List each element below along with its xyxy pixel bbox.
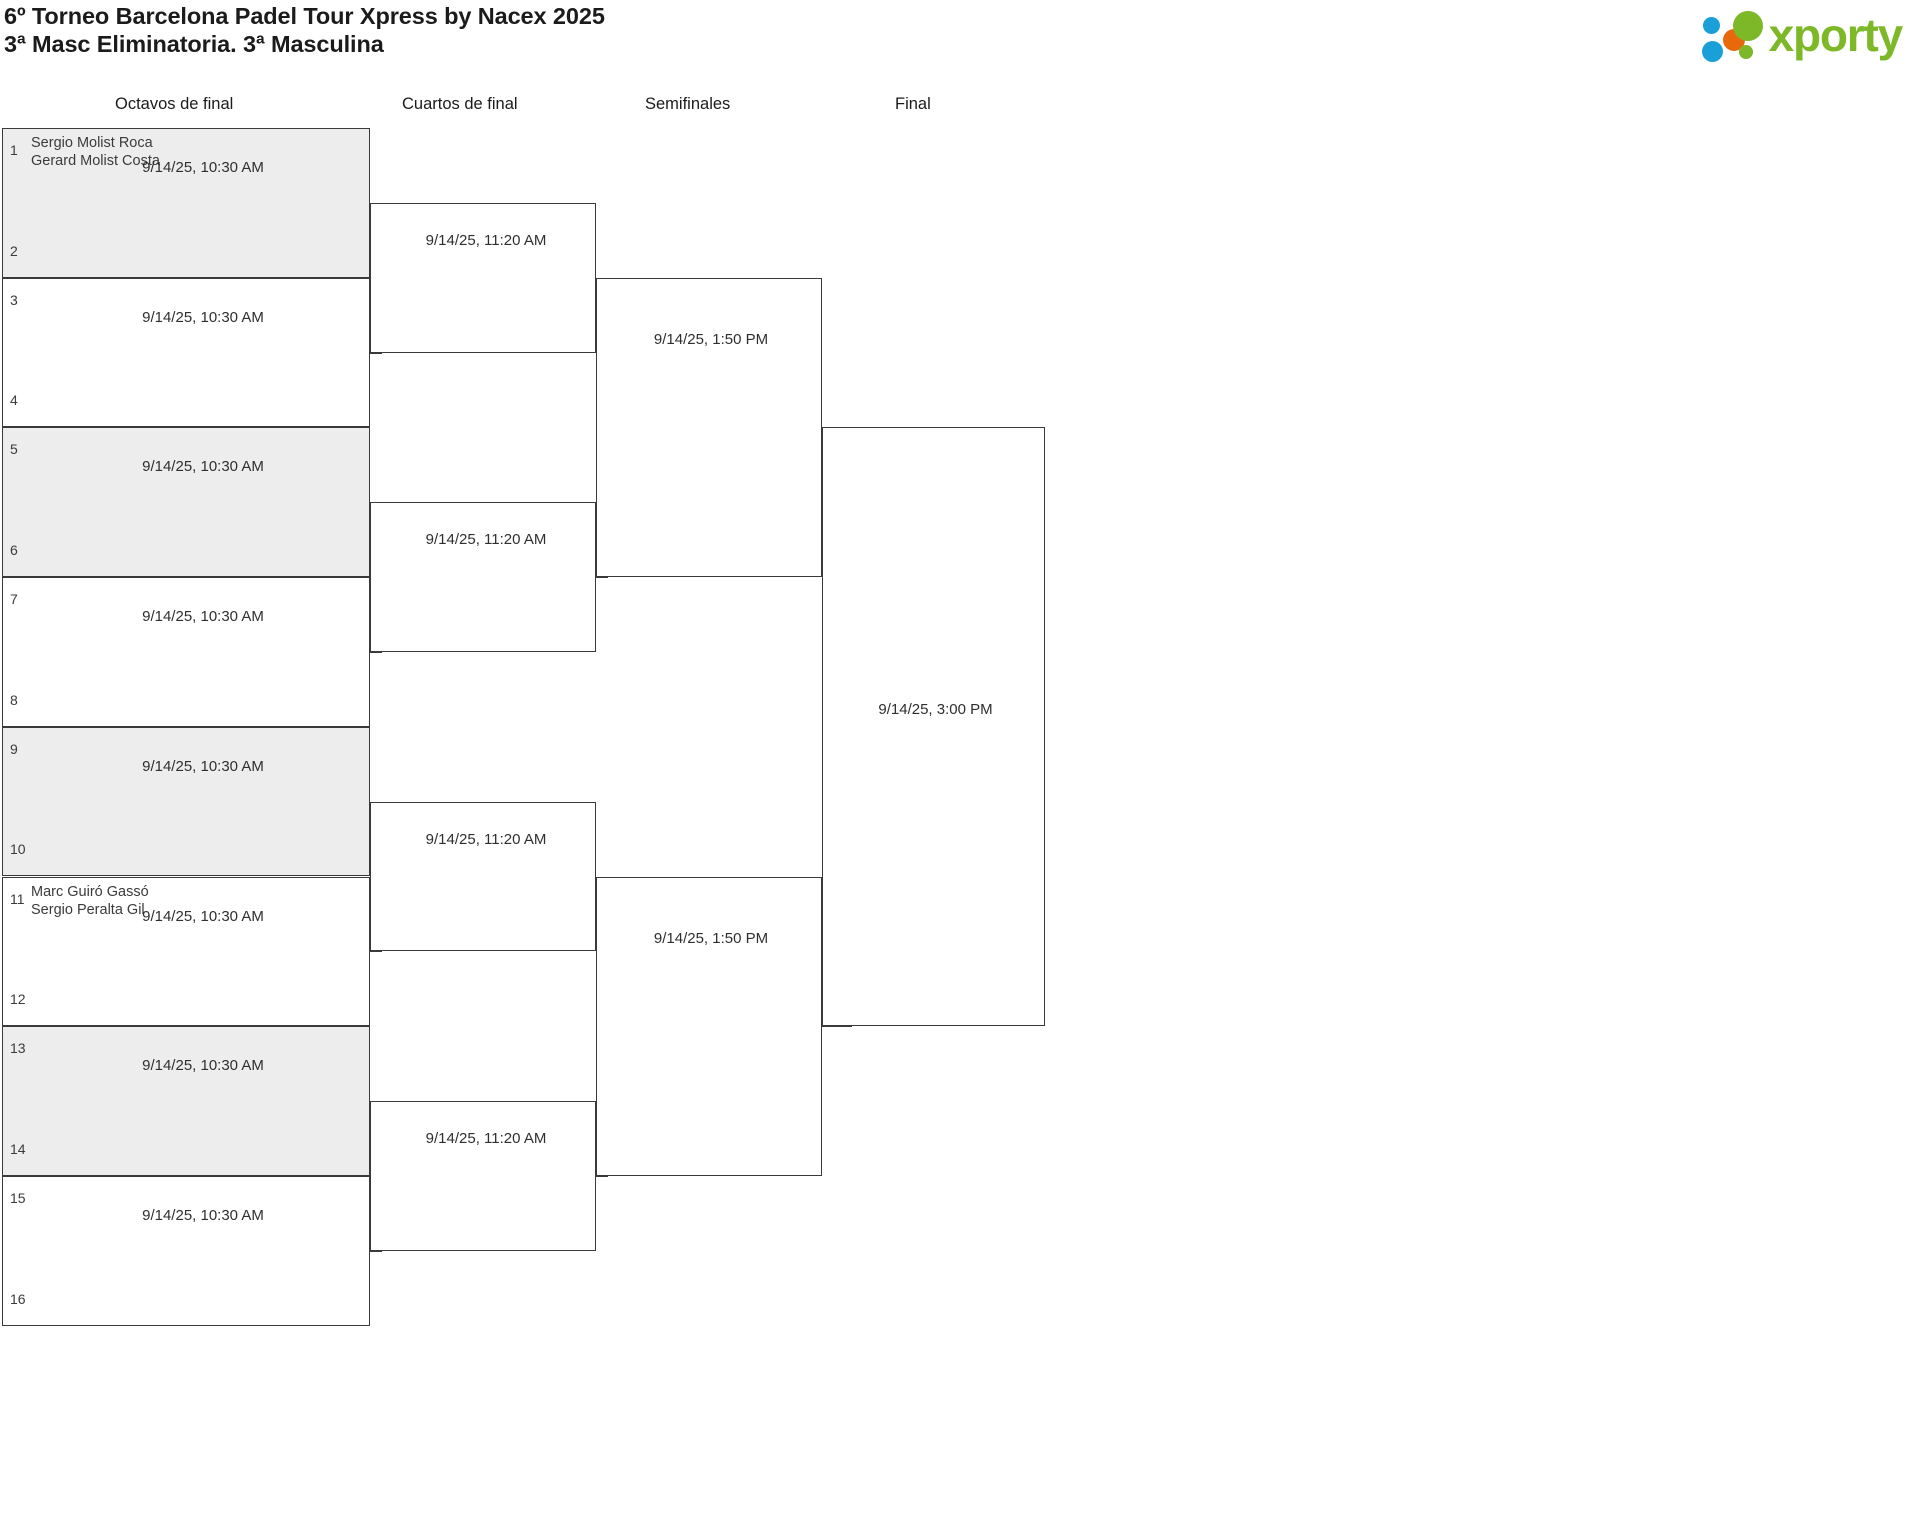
- tournament-title: 6º Torneo Barcelona Padel Tour Xpress by…: [4, 3, 605, 29]
- player-name: Sergio Molist Roca: [31, 135, 153, 151]
- bracket-connector: [822, 1026, 852, 1028]
- tournament-bracket: Octavos de final Cuartos de final Semifina…: [0, 72, 1920, 1525]
- page-title: 6º Torneo Barcelona Padel Tour Xpress by…: [4, 2, 605, 58]
- match-box-r2-2[interactable]: 9/14/25, 11:20 AM: [370, 502, 596, 652]
- match-box-r1-4[interactable]: 7 8 9/14/25, 10:30 AM: [2, 577, 370, 727]
- match-box-r4-1[interactable]: 9/14/25, 3:00 PM: [822, 427, 1045, 1027]
- seed-number: 1: [10, 142, 18, 158]
- xporty-logo[interactable]: xporty: [1701, 4, 1904, 66]
- seed-number: 12: [10, 991, 26, 1008]
- seed-number: 14: [10, 1140, 26, 1157]
- match-box-r2-1[interactable]: 9/14/25, 11:20 AM: [370, 202, 596, 353]
- match-datetime: 9/14/25, 1:50 PM: [653, 929, 769, 947]
- logo-dot-green-small: [1738, 45, 1753, 59]
- bracket-connector: [370, 651, 382, 653]
- match-datetime: 9/14/25, 10:30 AM: [142, 757, 264, 775]
- seed-number: 11: [10, 890, 25, 907]
- round-header-3: Semifinales: [645, 95, 731, 113]
- match-box-r1-2[interactable]: 3 4 9/14/25, 10:30 AM: [2, 277, 370, 428]
- match-box-r3-2[interactable]: 9/14/25, 1:50 PM: [596, 876, 822, 1176]
- logo-dot-blue-small: [1702, 17, 1720, 34]
- seed-number: 7: [10, 591, 18, 608]
- player-name: Sergio Peralta Gil: [31, 901, 145, 918]
- seed-number: 15: [10, 1189, 26, 1206]
- player-name: Marc Guiró Gassó: [31, 883, 149, 900]
- match-box-r1-7[interactable]: 13 14 9/14/25, 10:30 AM: [2, 1026, 370, 1176]
- match-datetime: 9/14/25, 11:20 AM: [425, 830, 547, 848]
- match-box-r2-4[interactable]: 9/14/25, 11:20 AM: [370, 1101, 596, 1251]
- match-datetime: 9/14/25, 11:20 AM: [425, 531, 547, 549]
- logo-wordmark: xporty: [1768, 9, 1904, 61]
- match-box-r1-3[interactable]: 5 6 9/14/25, 10:30 AM: [2, 427, 370, 578]
- logo-dots-icon: [1701, 8, 1773, 62]
- round-header-1: Octavos de final: [115, 95, 234, 113]
- match-datetime: 9/14/25, 10:30 AM: [142, 1206, 264, 1224]
- bracket-connector: [370, 1250, 382, 1252]
- player-name: Gerard Molist Costa: [31, 153, 160, 169]
- logo-dot-green-large: [1732, 11, 1763, 41]
- match-datetime: 9/14/25, 10:30 AM: [142, 458, 264, 476]
- match-box-r3-1[interactable]: 9/14/25, 1:50 PM: [596, 277, 822, 578]
- match-box-r1-8[interactable]: 15 16 9/14/25, 10:30 AM: [2, 1175, 370, 1326]
- seed-number: 5: [10, 441, 18, 458]
- round-header-2: Cuartos de final: [402, 95, 518, 113]
- seed-number: 13: [10, 1040, 26, 1057]
- seed-number: 10: [10, 841, 26, 858]
- match-box-r2-3[interactable]: 9/14/25, 11:20 AM: [370, 801, 596, 952]
- match-datetime: 9/14/25, 3:00 PM: [878, 700, 993, 718]
- match-datetime: 9/14/25, 10:30 AM: [142, 608, 264, 626]
- bracket-connector: [370, 352, 382, 354]
- seed-number: 9: [10, 740, 18, 757]
- page-header: 6º Torneo Barcelona Padel Tour Xpress by…: [0, 0, 1920, 72]
- bracket-connector: [370, 951, 382, 953]
- match-datetime: 9/14/25, 1:50 PM: [653, 331, 769, 349]
- seed-number: 3: [10, 291, 18, 308]
- match-box-r1-5[interactable]: 9 10 9/14/25, 10:30 AM: [2, 726, 370, 877]
- tournament-category: 3ª Masc Eliminatoria. 3ª Masculina: [4, 31, 384, 57]
- seed-number: 6: [10, 542, 18, 559]
- seed-number: 2: [10, 242, 18, 259]
- bracket-connector: [596, 577, 608, 579]
- match-datetime: 9/14/25, 11:20 AM: [425, 1130, 547, 1148]
- logo-dot-blue-large: [1701, 41, 1723, 62]
- match-datetime: 9/14/25, 10:30 AM: [142, 308, 264, 326]
- match-datetime: 9/14/25, 10:30 AM: [142, 159, 264, 176]
- seed-number: 4: [10, 392, 18, 409]
- round-header-4: Final: [895, 95, 931, 113]
- match-datetime: 9/14/25, 11:20 AM: [425, 231, 547, 249]
- seed-number: 8: [10, 691, 18, 708]
- match-datetime: 9/14/25, 10:30 AM: [142, 1057, 264, 1075]
- seed-number: 16: [10, 1290, 26, 1307]
- match-datetime: 9/14/25, 10:30 AM: [142, 907, 264, 925]
- bracket-connector: [596, 1175, 608, 1177]
